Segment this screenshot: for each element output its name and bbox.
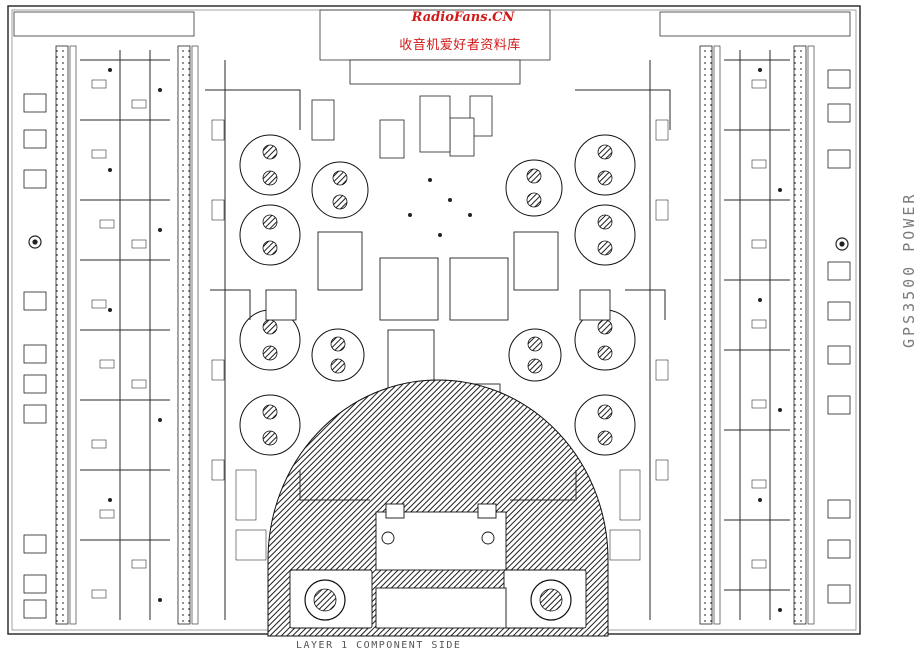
vias — [108, 68, 782, 612]
board-model-title: GPS3500 POWER — [900, 191, 918, 348]
rectifier-pads — [381, 503, 497, 545]
watermark-subtitle: 收音机爱好者资料库 — [399, 38, 521, 53]
power-terminal-holes — [313, 588, 563, 612]
right-transistor-column — [827, 69, 851, 604]
right-heatsink-rails — [699, 45, 815, 625]
left-heatsink-rails — [55, 45, 199, 625]
copper-traces — [80, 50, 790, 620]
board-model-title-wrapper: GPS3500 POWER — [862, 180, 918, 348]
left-transistor-column — [23, 93, 47, 619]
center-ic-cluster — [311, 59, 521, 159]
layer-label: LAYER 1 COMPONENT SIDE — [296, 640, 462, 651]
capacitor-terminals — [262, 144, 613, 446]
mounting-holes — [28, 235, 849, 251]
small-components — [91, 79, 767, 599]
electrolytic-capacitors — [239, 134, 636, 456]
watermark-site-title: RadioFans.CN — [411, 10, 515, 25]
